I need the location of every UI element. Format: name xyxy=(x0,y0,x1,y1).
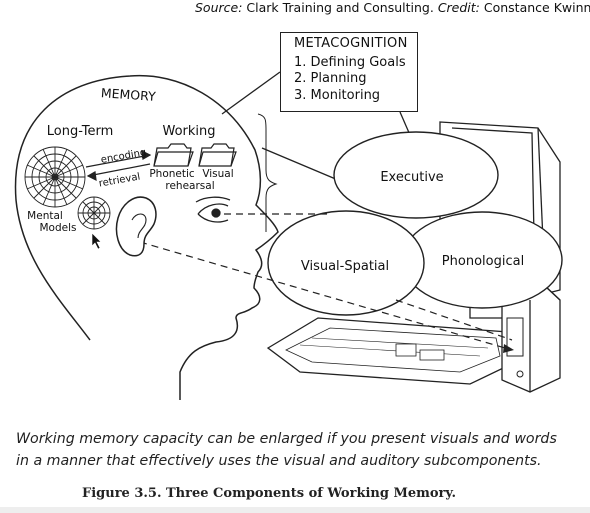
metacognition-connector xyxy=(221,71,281,115)
encoding-retrieval-arrows xyxy=(85,149,152,182)
working-memory-diagram: Executive Phonological Visual-Spatial ME… xyxy=(14,71,563,400)
metacognition-item: 3. Monitoring xyxy=(294,87,381,103)
rehearsal-label: rehearsal xyxy=(165,180,214,192)
mental-models-web-icon xyxy=(77,196,111,230)
caption-line: Working memory capacity can be enlarged … xyxy=(16,431,557,447)
visual-spatial-ellipse xyxy=(267,210,425,316)
sensory-dashed-lines xyxy=(139,213,513,351)
figure-title: Figure 3.5. Three Components of Working … xyxy=(81,486,456,501)
figure-caption: Working memory capacity can be enlarged … xyxy=(16,428,586,472)
metacognition-title: METACOGNITION xyxy=(294,36,408,51)
executive-label: Executive xyxy=(380,170,443,185)
memory-title: MEMORY xyxy=(100,85,156,104)
source-credit: Source: Clark Training and Consulting. C… xyxy=(195,0,590,15)
brain-web-icon xyxy=(24,146,86,208)
phonetic-label: Phonetic xyxy=(149,168,195,180)
mouse-cursor-icon xyxy=(91,232,102,250)
metacognition-item: 2. Planning xyxy=(294,71,367,86)
folder-icon xyxy=(198,143,237,167)
executive-connector xyxy=(399,111,411,136)
eye-icon xyxy=(195,196,231,223)
visual-label: Visual xyxy=(202,168,233,180)
footer-band xyxy=(0,507,590,513)
mental-label: Mental xyxy=(27,210,63,222)
caption-line: in a manner that effectively uses the vi… xyxy=(16,453,542,469)
bracket-line xyxy=(257,113,278,232)
metacognition-item: 1. Defining Goals xyxy=(294,54,406,70)
ear-icon xyxy=(115,196,157,257)
phonological-label: Phonological xyxy=(442,254,524,269)
executive-ellipse xyxy=(333,131,499,219)
visual-spatial-label: Visual-Spatial xyxy=(301,259,389,274)
head-executive-connector xyxy=(261,147,339,181)
metacognition-box: METACOGNITION 1. Defining Goals 2. Plann… xyxy=(280,32,418,112)
working-label: Working xyxy=(162,124,215,139)
arrowhead xyxy=(503,344,514,353)
long-term-label: Long-Term xyxy=(47,124,113,139)
folder-icon xyxy=(153,143,194,167)
models-label: Models xyxy=(40,222,77,234)
